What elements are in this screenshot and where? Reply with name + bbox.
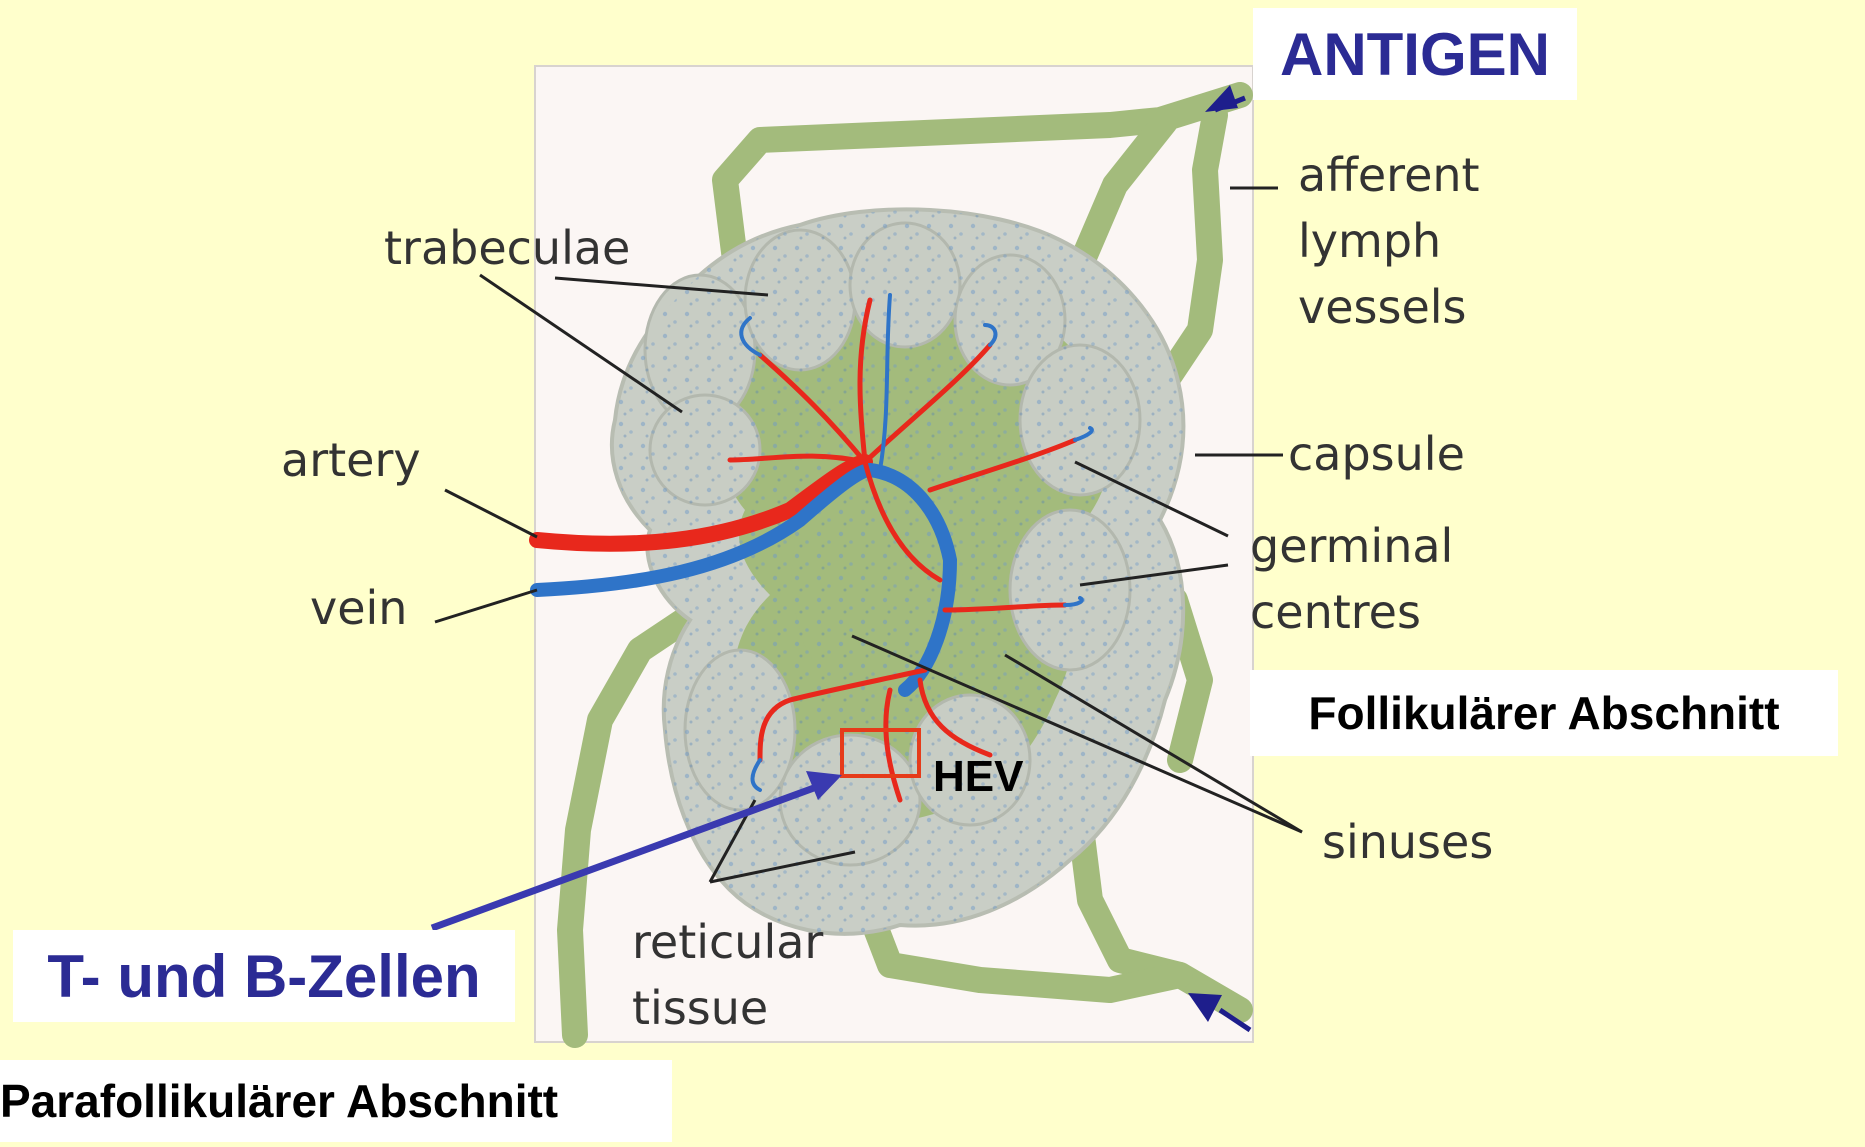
label-tissue: tissue — [632, 981, 768, 1035]
label-afferent: afferent — [1298, 148, 1480, 202]
label-artery: artery — [281, 433, 421, 487]
label-hev: HEV — [933, 752, 1024, 801]
label-reticular: reticular — [632, 915, 823, 969]
antigen-text: ANTIGEN — [1280, 20, 1550, 89]
label-trabeculae: trabeculae — [384, 221, 630, 275]
label-centres: centres — [1250, 585, 1421, 639]
follicular-callout: Follikulärer Abschnitt — [1250, 670, 1838, 756]
antigen-callout: ANTIGEN — [1253, 8, 1577, 100]
parafollicular-text: Parafollikulärer Abschnitt — [0, 1074, 558, 1128]
label-vein: vein — [310, 581, 407, 635]
t-b-cells-text: T- und B-Zellen — [47, 942, 480, 1011]
label-germinal: germinal — [1250, 519, 1453, 573]
t-b-cells-callout: T- und B-Zellen — [13, 930, 515, 1022]
label-vessels: vessels — [1298, 280, 1467, 334]
label-lymph: lymph — [1298, 214, 1441, 268]
parafollicular-callout: Parafollikulärer Abschnitt — [0, 1060, 672, 1142]
label-capsule: capsule — [1288, 427, 1465, 481]
follicular-text: Follikulärer Abschnitt — [1308, 686, 1779, 740]
label-sinuses: sinuses — [1322, 815, 1493, 869]
